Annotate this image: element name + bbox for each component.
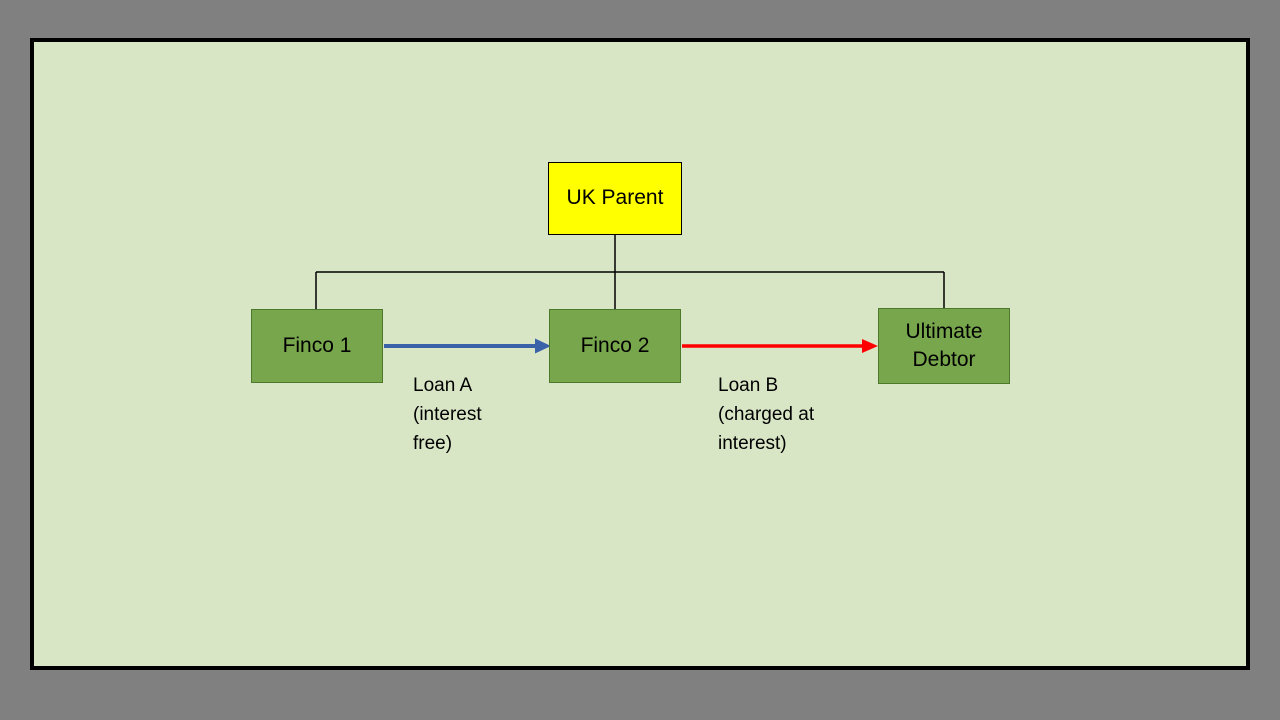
node-finco-2-label: Finco 2 xyxy=(580,333,650,357)
node-uk-parent: UK Parent xyxy=(548,162,682,235)
loan-a-label: Loan A (interest free) xyxy=(413,375,482,454)
node-finco-1: Finco 1 xyxy=(251,309,383,383)
node-uk-parent-label: UK Parent xyxy=(566,186,664,210)
node-finco-2: Finco 2 xyxy=(549,309,681,383)
node-ultimate-debtor: Ultimate Debtor xyxy=(878,308,1010,384)
node-ultimate-debtor-label: Ultimate Debtor xyxy=(905,319,983,371)
node-finco-1-label: Finco 1 xyxy=(282,333,352,357)
loan-b-label: Loan B (charged at interest) xyxy=(718,375,815,454)
